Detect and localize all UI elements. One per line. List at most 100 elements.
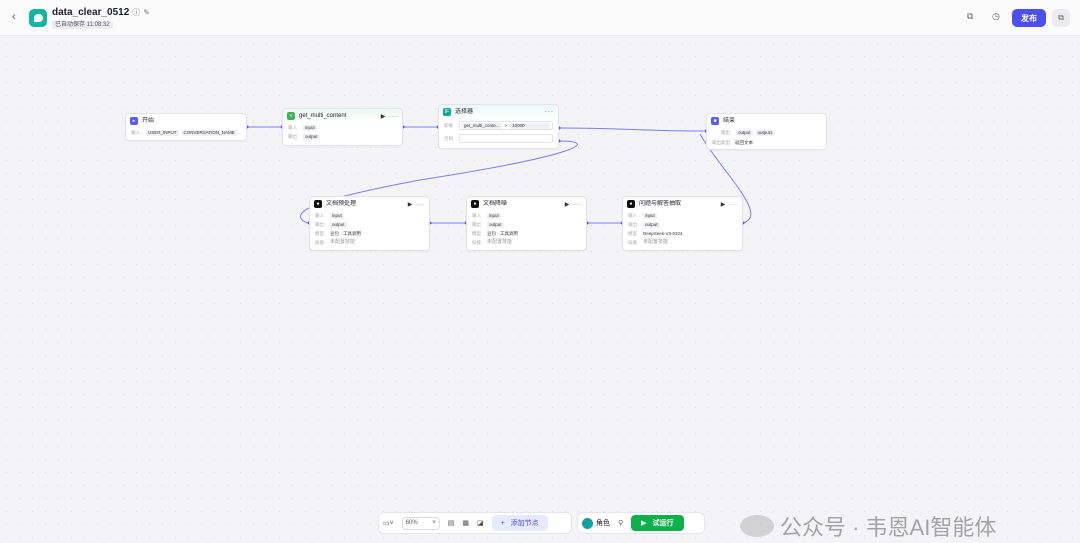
model-name: DeepSeek-V3-0324 — [643, 231, 683, 236]
label: 输入 — [288, 125, 297, 130]
model-name: 豆包 · 工具调用 — [487, 231, 518, 236]
node-title: 开始 — [142, 118, 155, 124]
end-icon: ■ — [711, 117, 719, 125]
var-tag: USER_INPUT — [146, 129, 179, 136]
role-label: 角色 — [596, 520, 610, 527]
label: 输出 — [315, 222, 324, 227]
var-tag: input — [330, 212, 344, 219]
watermark: 公众号 · 韦恩AI智能体 — [740, 510, 996, 542]
node-title: 文档降噪 — [483, 201, 508, 207]
model-name: 豆包 · 工具调用 — [330, 231, 361, 236]
var-tag: output1 — [755, 129, 775, 136]
chevron-left-icon[interactable]: ‹ — [12, 11, 16, 23]
label: 模型 — [472, 231, 481, 236]
var-tag: output — [643, 221, 660, 228]
code-icon: < — [287, 112, 295, 120]
workflow-title: data_clear_0512 — [52, 6, 130, 18]
llm-icon: ● — [471, 200, 479, 208]
comment-icon[interactable]: ▤ — [447, 520, 455, 527]
skill-value: 未配置技能 — [487, 239, 513, 245]
play-icon: ▶ — [641, 520, 647, 527]
label: 如果 — [444, 123, 453, 128]
publish-button[interactable]: 发布 — [1012, 9, 1046, 27]
label: 输入 — [131, 130, 140, 135]
test-run-label: 试运行 — [652, 520, 674, 527]
title-row: data_clear_0512 ⓘ ✎ — [52, 6, 150, 19]
condition-right: 10000 — [510, 122, 550, 129]
output-mode: 返回文本 — [735, 139, 753, 145]
label: 否则 — [444, 136, 453, 141]
autosave-status: 已自动保存 11:08:32 — [52, 21, 113, 29]
var-tag: output — [330, 221, 347, 228]
label: 技能 — [315, 240, 324, 245]
start-icon: ▸ — [130, 117, 138, 125]
skill-value: 未配置技能 — [643, 239, 669, 245]
zoom-select[interactable]: 60% ˅ — [401, 516, 440, 530]
settings-icon[interactable]: ⚲ — [618, 520, 624, 527]
label: 技能 — [472, 240, 481, 245]
label: 输出 — [288, 134, 297, 139]
llm-icon: ● — [627, 200, 635, 208]
var-tag: output — [487, 221, 504, 228]
node-title: 文档预处理 — [326, 201, 357, 207]
canvas-toolbar: ▭˅ 60% ˅ ▤ ▦ ◪ + 添加节点 — [378, 512, 572, 534]
var-tag: output — [303, 133, 320, 140]
var-tag: input — [303, 124, 317, 131]
copy-icon[interactable]: ⧉ — [967, 11, 974, 21]
more-icon[interactable]: ··· — [545, 109, 554, 115]
condition-left: get_multi_conte... — [462, 122, 502, 129]
run-node-icon[interactable]: ▶ ··· — [407, 201, 425, 208]
run-node-icon[interactable]: ▶ ··· — [720, 201, 738, 208]
label: 模型 — [628, 231, 637, 236]
node-title: get_multi_content — [299, 113, 347, 119]
node-code[interactable]: < get_multi_content ▶ ··· 输入 input 输出 output — [282, 108, 403, 146]
history-icon[interactable]: ◷ — [992, 11, 1000, 21]
node-title: 选择器 — [455, 109, 474, 115]
role-button[interactable]: 角色 — [582, 517, 610, 529]
minimap-icon[interactable]: ◪ — [476, 520, 484, 527]
grid-icon[interactable]: ▦ — [462, 520, 469, 527]
node-title: 结束 — [723, 118, 736, 124]
run-toolbar: 角色 ⚲ ▶ 试运行 — [577, 512, 705, 534]
plus-icon: + — [500, 519, 505, 527]
if-icon: IF — [443, 108, 451, 116]
more-panel-button[interactable]: ⧉ — [1052, 9, 1070, 27]
node-selector[interactable]: IF 选择器 ··· 如果 get_multi_conte...>10000 否则 — [438, 104, 559, 149]
label: 输出 — [721, 130, 730, 135]
label: 输出 — [628, 222, 637, 227]
edge — [558, 127, 705, 132]
skill-value: 未配置技能 — [330, 239, 356, 245]
var-tag: output — [736, 129, 753, 136]
watermark-text: 公众号 · 韦恩AI智能体 — [780, 515, 997, 540]
layout-icon[interactable]: ▭˅ — [383, 520, 394, 527]
avatar — [582, 517, 593, 529]
label: 技能 — [628, 240, 637, 245]
add-node-button[interactable]: + 添加节点 — [491, 515, 548, 531]
label: 输入 — [315, 213, 324, 218]
label: 输入 — [628, 213, 637, 218]
run-node-icon[interactable]: ▶ ··· — [380, 113, 398, 120]
condition-op: > — [504, 123, 508, 128]
app-logo — [29, 9, 47, 27]
chevron-down-icon: ˅ — [432, 520, 436, 526]
var-tag: CONVERSATION_NAME — [181, 129, 237, 136]
node-title: 问题与解答抽取 — [639, 201, 682, 207]
label: 输入 — [472, 213, 481, 218]
label: 输出 — [472, 222, 481, 227]
add-node-label: 添加节点 — [510, 520, 539, 527]
zoom-value: 60% — [405, 520, 418, 526]
run-node-icon[interactable]: ▶ ··· — [564, 201, 582, 208]
edit-icon[interactable]: ✎ — [143, 7, 150, 17]
header: ‹ data_clear_0512 ⓘ ✎ 已自动保存 11:08:32 ⧉ ◷… — [0, 0, 1080, 36]
wechat-icon — [740, 515, 774, 537]
llm-icon: ● — [314, 200, 322, 208]
edge — [300, 140, 578, 224]
test-run-button[interactable]: ▶ 试运行 — [631, 515, 684, 531]
info-icon[interactable]: ⓘ — [132, 7, 141, 17]
